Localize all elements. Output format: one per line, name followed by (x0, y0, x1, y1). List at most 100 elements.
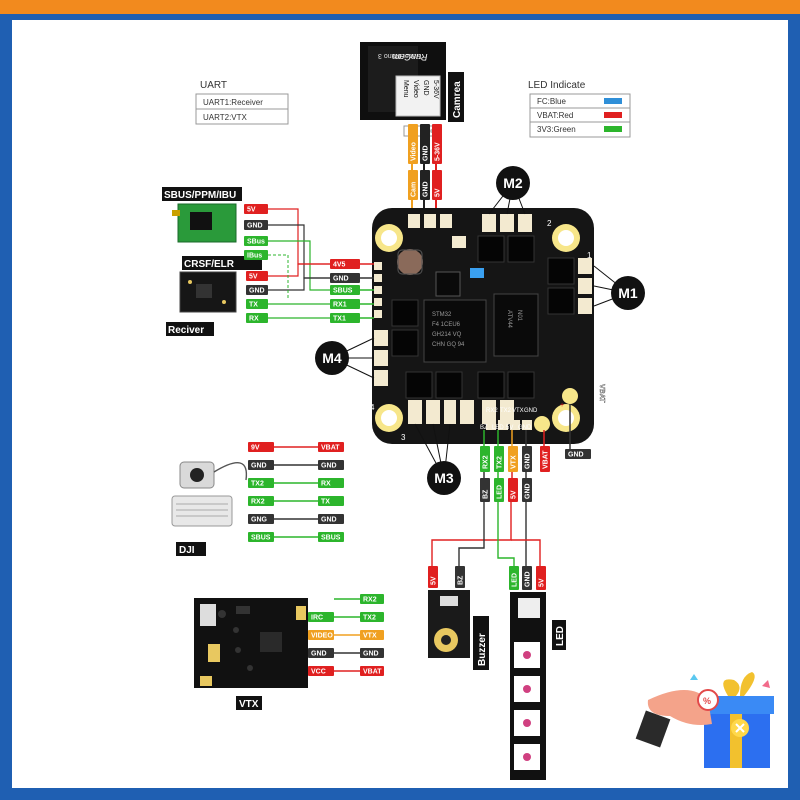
fc-uart-pad-3: SBUS (330, 285, 360, 295)
dji-left-pin-6: SBUS (248, 532, 274, 542)
dji-right-pin-5: GND (318, 514, 344, 524)
buzzer-section: Buzzer (428, 590, 489, 670)
hand-icon (647, 690, 712, 725)
esc-chip (493, 293, 539, 357)
fc-uart-pad-1-text: 4V5 (333, 262, 346, 269)
led-swatch-green (604, 126, 622, 132)
corner-number-3: 3 (401, 433, 406, 442)
vtx-right-pin-5: VBAT (360, 666, 384, 676)
led-strip-label: LED (555, 626, 566, 646)
camera-wire-bottom-2-text: GND (423, 181, 430, 197)
led-strip-pin-2-text: GND (525, 571, 532, 587)
dji-left-pin-4: RX2 (248, 496, 274, 506)
sbus-pin-3: SBus (244, 236, 268, 246)
bottom-route (431, 502, 512, 566)
motor-bubble-m3: M3 (427, 461, 461, 495)
dji-right-pin-6-text: SBUS (321, 535, 341, 542)
frame-border-bottom (0, 788, 800, 800)
dji-section: DJI (171, 461, 248, 556)
dji-left-pin-3: TX2 (248, 478, 274, 488)
fc-uart-pad-1: 4V5 (330, 259, 360, 269)
led-strip-pin-1: LED (509, 566, 519, 590)
camera-model: Racer Nano 3 (378, 52, 421, 59)
led-strip-pin-1-text: LED (512, 573, 519, 587)
fc-pad-bottom-1: BZ (480, 425, 488, 431)
dji-left-pin-1-text: 9V (251, 445, 260, 452)
bottom-route (511, 539, 541, 566)
receiver-section: SBUS/PPM/IBU CRSF/ELR Reciver (162, 187, 262, 336)
buzzer-pin-1-text: 5V (431, 576, 438, 585)
receiver-trace (268, 224, 330, 279)
camera-pin-3: Video (412, 80, 419, 98)
receiver-trace (268, 240, 330, 291)
vtx-label: VTX (239, 699, 259, 710)
gnd-pad (562, 388, 578, 404)
vtx-right-pin-3-text: VTX (363, 633, 377, 640)
fc-pad-top-2: TX2 (500, 408, 512, 414)
frame-border-left (0, 14, 12, 800)
fc-top-wire-5-text: VBAT (543, 450, 550, 469)
vtx-right-pin-4-text: GND (363, 651, 379, 658)
fc-top-wire-1-text: RX2 (483, 455, 490, 469)
camera-title-tab (448, 72, 464, 122)
vtx-right-pin-2: TX2 (360, 612, 384, 622)
dji-left-pin-1: 9V (248, 442, 274, 452)
dji-left-pin-4-text: RX2 (251, 499, 265, 506)
fc-pad-bottom-3: 5V (506, 425, 513, 431)
fc-pad-bottom-4: GND (518, 425, 532, 431)
fc-top-wire-2-text: TX2 (497, 456, 504, 469)
dji-label: DJI (179, 545, 195, 556)
imu-line-1: ATV44 (506, 310, 512, 329)
uart-legend: UART UART1:Receiver UART2:VTX (195, 80, 289, 125)
fc-bottom-wire-3: 5V (508, 478, 518, 502)
led-swatch-blue (604, 98, 622, 104)
svg-text:%: % (703, 696, 711, 706)
led-strip-pin-2: GND (522, 566, 532, 590)
receiver-trace (268, 263, 330, 277)
mcu-line-1: STM32 (432, 312, 452, 318)
camera-wire-top-2: GND (420, 124, 430, 164)
crsf-pin-4: RX (246, 313, 268, 323)
buzzer-pin-1: 5V (428, 566, 438, 588)
sbus-pin-4: IBus (244, 250, 268, 260)
fc-top-wire-2: TX2 (494, 446, 504, 472)
fc-top-wire-1: RX2 (480, 446, 490, 472)
fc-uart-pad-2-text: GND (333, 276, 349, 283)
fc-uart-pad-2: GND (330, 273, 360, 283)
buzzer-pin-2-text: BZ (458, 575, 465, 585)
led-strip-pin-3: 5V (536, 566, 546, 590)
camera-pin-1: 5-36V (432, 80, 439, 99)
svg-text:+: + (560, 402, 564, 409)
fc-pad-top-4: GND (524, 408, 538, 414)
dji-right-pin-2: GND (318, 460, 344, 470)
fc-bottom-wire-2: LED (494, 478, 504, 502)
dji-right-pin-1: VBAT (318, 442, 344, 452)
vtx-left-pin-4-text: GND (311, 651, 327, 658)
gift-promo-icon: % (635, 672, 774, 768)
vtx-right-pin-5-text: VBAT (363, 669, 382, 676)
camera-wire-top-1-text: 5-36V (435, 142, 442, 161)
fc-top-wire-4-text: GND (525, 453, 532, 469)
camera-pin-4: Menu (402, 80, 409, 98)
vtx-right-pin-3: VTX (360, 630, 384, 640)
sbus-pin-2-text: GND (247, 223, 263, 230)
camera-pin-2: GND (422, 80, 429, 96)
dji-right-pin-6: SBUS (318, 532, 344, 542)
vtx-left-pin-5: VCC (308, 666, 334, 676)
fc-top-wire-3-text: VTX (511, 455, 518, 469)
motor-bubble-m1: M1 (611, 276, 645, 310)
motor-bubble-m4: M4 (315, 341, 349, 375)
corner-number-2: 2 (547, 219, 552, 228)
bottom-route (497, 502, 515, 566)
bottom-route (458, 502, 485, 566)
motor-bubble-m2: M2 (496, 166, 530, 200)
dji-left-pin-3-text: TX2 (251, 481, 264, 488)
vtx-left-pin-3: VIDEO (308, 630, 334, 640)
led-row-3v3: 3V3:Green (537, 125, 576, 134)
fc-vbat-label: VBAT (598, 384, 605, 403)
fc-uart-pad-3-text: SBUS (333, 288, 353, 295)
